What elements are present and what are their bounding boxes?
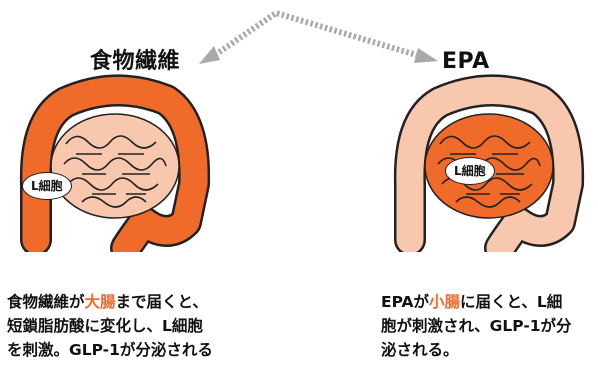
description-text: まで届くと、 [115,293,208,311]
description-line-2: 短鎖脂肪酸に変化し、L細胞 [7,317,203,335]
dotted-connector [213,9,421,59]
small-intestine-area [50,113,180,219]
highlight-small-intestine: 小腸 [429,293,461,311]
description-left: 食物繊維が大腸まで届くと、 短鎖脂肪酸に変化し、L細胞 を刺激。GLP-1が分泌… [7,290,292,362]
description-right: EPAが小腸に届くと、L細 胞が刺激され、GLP-1が分 泌される。 [381,290,596,362]
highlight-large-intestine: 大腸 [84,293,116,311]
description-line-1: EPAが小腸に届くと、L細 [381,290,596,314]
description-line-2: 胞が刺激され、GLP-1が分 [381,317,572,335]
small-intestine-coils [63,135,167,208]
description-text: に届くと、L細 [460,293,563,311]
arrowhead-left [199,46,220,64]
description-line-1: 食物繊維が大腸まで届くと、 [7,290,292,314]
arrowhead-right [414,48,438,63]
description-line-3: を刺激。GLP-1が分泌される [7,341,213,359]
description-text: EPAが [381,293,430,311]
description-line-3: 泌される。 [381,341,459,359]
l-cell-label-left: L細胞 [22,172,72,200]
title-dietary-fiber: 食物繊維 [90,49,181,74]
intestine-large-highlighted [19,74,211,252]
large-intestine [19,74,211,252]
large-intestine [393,74,585,252]
description-text: 食物繊維が [7,293,85,311]
l-cell-label-right: L細胞 [445,157,495,185]
title-epa: EPA [442,49,490,74]
